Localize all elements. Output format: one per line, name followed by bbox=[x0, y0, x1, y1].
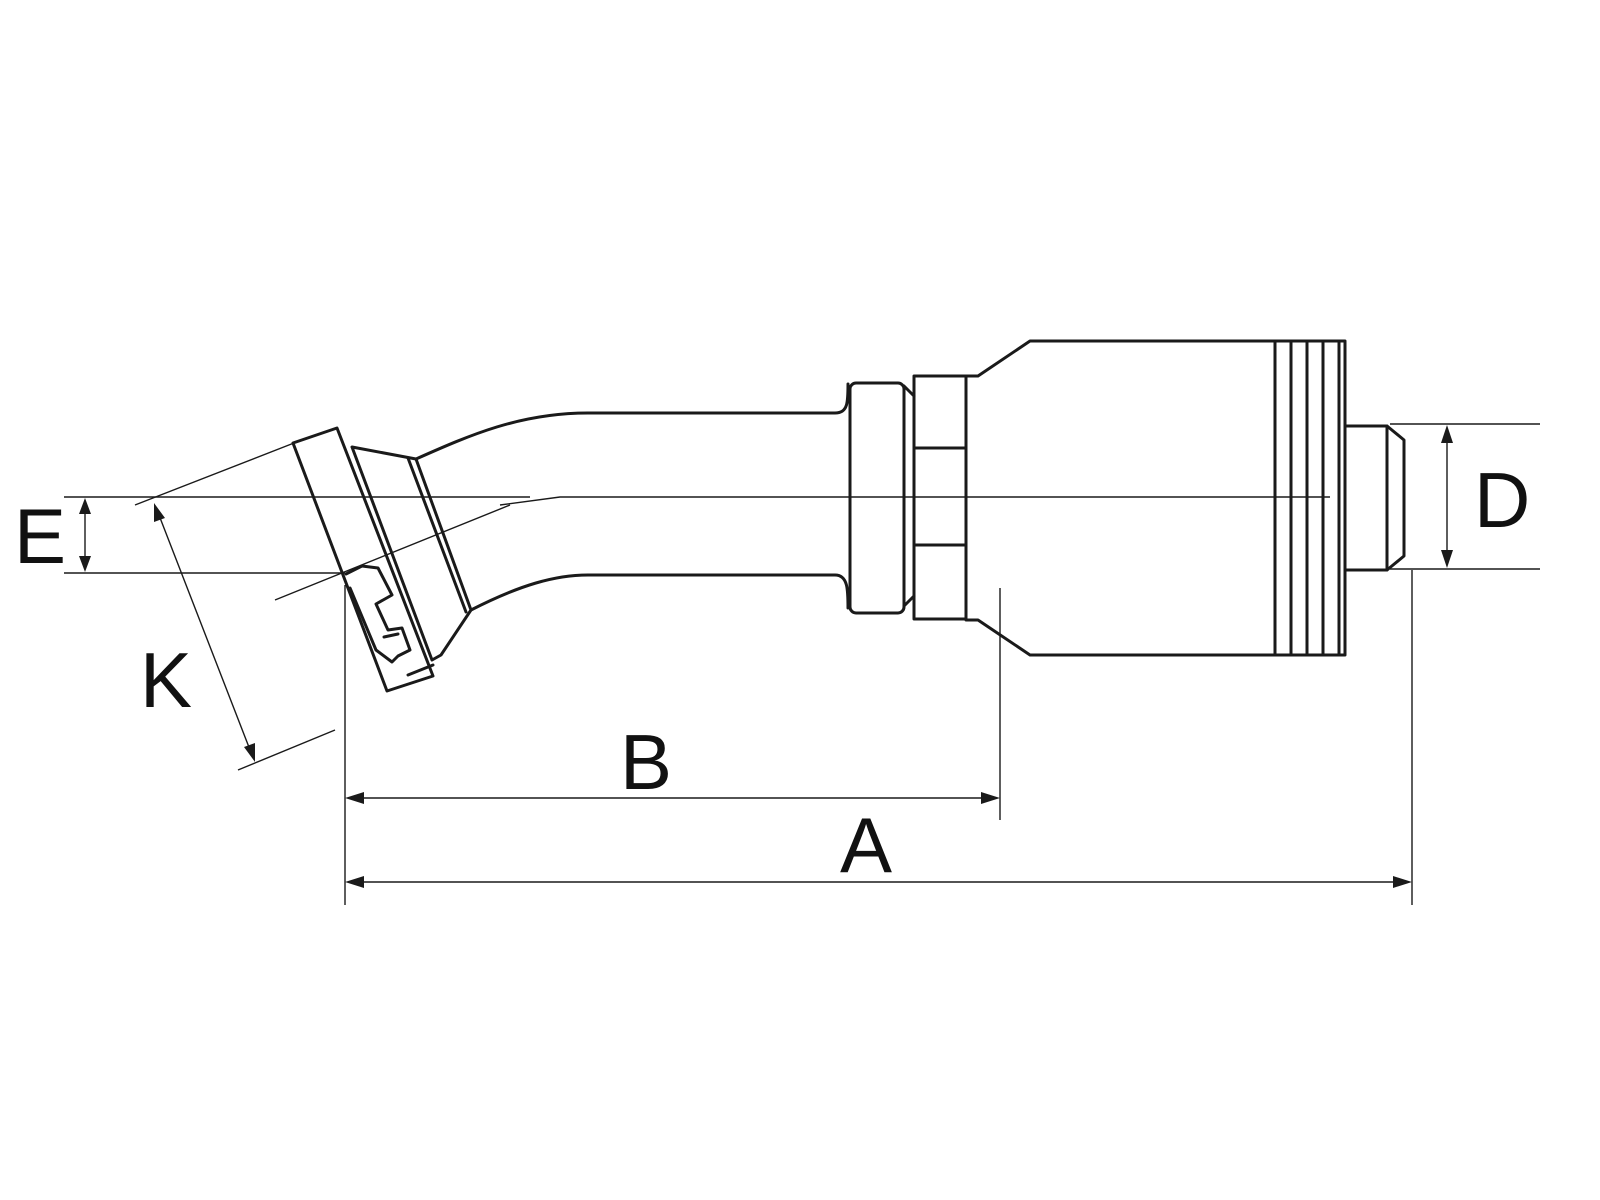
flange-hub bbox=[350, 445, 473, 662]
label-b: B bbox=[620, 718, 672, 806]
dimension-b: B bbox=[344, 585, 1001, 905]
ferrule-grooves bbox=[1273, 339, 1341, 657]
fitting-body bbox=[291, 339, 1406, 693]
label-d: D bbox=[1474, 456, 1530, 544]
label-k: K bbox=[140, 636, 192, 724]
dimension-a: A bbox=[345, 570, 1413, 905]
hose-stub bbox=[1343, 424, 1406, 572]
dimension-k: K bbox=[134, 442, 336, 771]
collar-ring bbox=[848, 381, 906, 615]
centerline bbox=[170, 496, 1330, 601]
flange-keyway bbox=[344, 564, 412, 664]
hex-nut bbox=[902, 374, 968, 621]
flange-plate bbox=[291, 426, 435, 693]
bent-tube bbox=[414, 382, 850, 612]
dimension-e: E bbox=[14, 492, 345, 580]
label-a: A bbox=[840, 801, 892, 889]
dimension-d: D bbox=[1390, 423, 1540, 570]
ferrule bbox=[964, 339, 1347, 657]
label-e: E bbox=[14, 492, 66, 580]
